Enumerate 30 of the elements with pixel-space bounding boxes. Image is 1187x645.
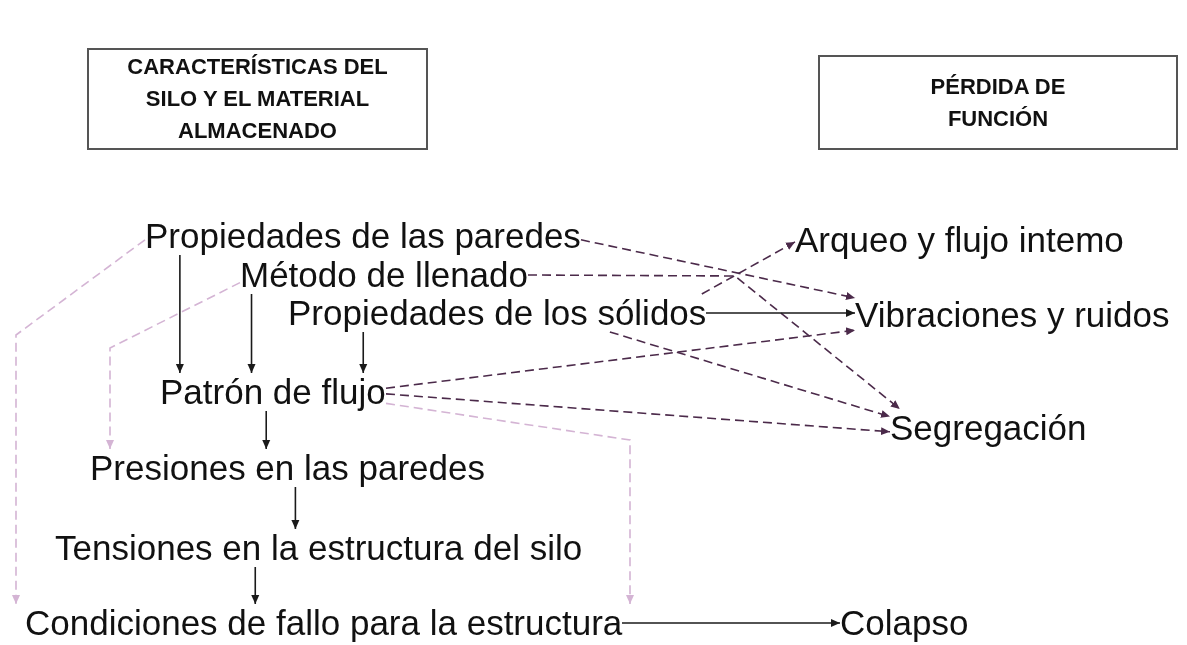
arrow bbox=[705, 309, 856, 317]
process-label: Propiedades de las paredes bbox=[145, 217, 581, 255]
header-box: CARACTERÍSTICAS DEL SILO Y EL MATERIAL ALMACENADO bbox=[87, 48, 428, 150]
arrow bbox=[251, 566, 260, 605]
arrow bbox=[106, 281, 241, 450]
arrow bbox=[527, 274, 901, 410]
arrow bbox=[175, 254, 184, 374]
process-label: Arqueo y flujo intemo bbox=[795, 221, 1124, 259]
arrow bbox=[621, 619, 841, 627]
arrow bbox=[359, 331, 368, 374]
arrow bbox=[291, 486, 300, 530]
process-label: Segregación bbox=[890, 409, 1087, 447]
arrow bbox=[385, 393, 891, 436]
arrow bbox=[580, 239, 856, 300]
header-box: PÉRDIDA DE FUNCIÓN bbox=[818, 55, 1178, 150]
arrow bbox=[247, 293, 256, 374]
arrow bbox=[12, 239, 146, 605]
arrow bbox=[385, 402, 634, 605]
process-label: Vibraciones y ruidos bbox=[855, 296, 1170, 334]
process-label: Método de llenado bbox=[240, 256, 528, 294]
arrow bbox=[701, 241, 796, 295]
arrow bbox=[385, 327, 856, 389]
process-label: Tensiones en la estructura del silo bbox=[55, 529, 583, 567]
process-label: Colapso bbox=[840, 604, 969, 642]
arrow bbox=[609, 331, 891, 418]
arrow bbox=[262, 410, 271, 450]
process-label: Condiciones de fallo para la estructura bbox=[25, 604, 623, 642]
process-label: Propiedades de los sólidos bbox=[288, 294, 707, 332]
process-label: Presiones en las paredes bbox=[90, 449, 485, 487]
process-label: Patrón de flujo bbox=[160, 373, 386, 411]
